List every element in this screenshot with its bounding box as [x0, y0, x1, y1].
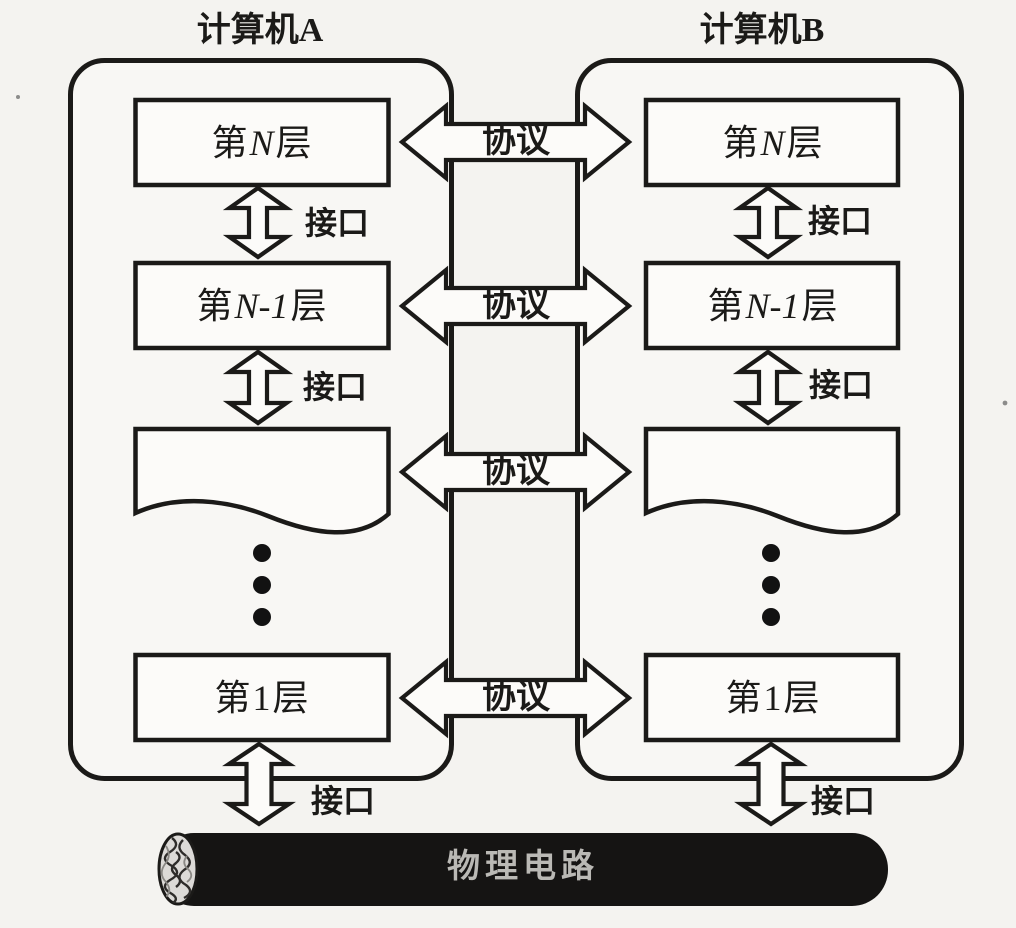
interface-arrow-b3 [734, 741, 808, 827]
layer-n-box-a [133, 97, 391, 188]
scan-speck [1002, 400, 1008, 406]
interface-label-a2: 接口 [302, 369, 367, 405]
layer-1-box-a [133, 652, 391, 743]
layer-n1-box-b [643, 260, 901, 351]
interface-arrow-b1 [732, 185, 804, 260]
interface-label-b1: 接口 [807, 203, 872, 239]
ellipsis-dots-b [762, 544, 780, 626]
interface-label-a3: 接口 [310, 783, 375, 819]
layer-1-box-b [643, 652, 901, 743]
physical-circuit-cable [157, 832, 888, 906]
layer-n-box-b [643, 97, 901, 188]
interface-arrow-b2 [732, 349, 804, 426]
interface-arrow-a1 [222, 185, 294, 260]
scan-speck [16, 95, 20, 99]
ellipsis-dots-a [253, 544, 271, 626]
protocol-arrow-layer-n1 [398, 265, 633, 347]
cable-cross-section-icon [157, 832, 199, 906]
protocol-arrow-layer-mid [398, 431, 633, 513]
protocol-arrow-layer-1 [398, 657, 633, 739]
interface-label-b2: 接口 [808, 367, 873, 403]
interface-arrow-a2 [222, 349, 294, 426]
computer-b-title: 计算机B [699, 12, 825, 49]
interface-label-a1: 接口 [304, 205, 369, 241]
protocol-label-1: 协议 [482, 123, 550, 160]
layer-n1-box-a [133, 260, 391, 351]
physical-circuit-label: 物理电路 [447, 848, 599, 885]
protocol-label-4: 协议 [482, 679, 550, 716]
layer-document-box-b [643, 426, 901, 535]
computer-a-title: 计算机A [196, 12, 324, 49]
interface-label-b3: 接口 [810, 783, 875, 819]
protocol-arrow-layer-n [398, 101, 633, 183]
protocol-label-3: 协议 [482, 453, 550, 490]
protocol-label-2: 协议 [482, 287, 550, 324]
interface-arrow-a3 [222, 741, 296, 827]
layer-document-box-a [133, 426, 391, 535]
